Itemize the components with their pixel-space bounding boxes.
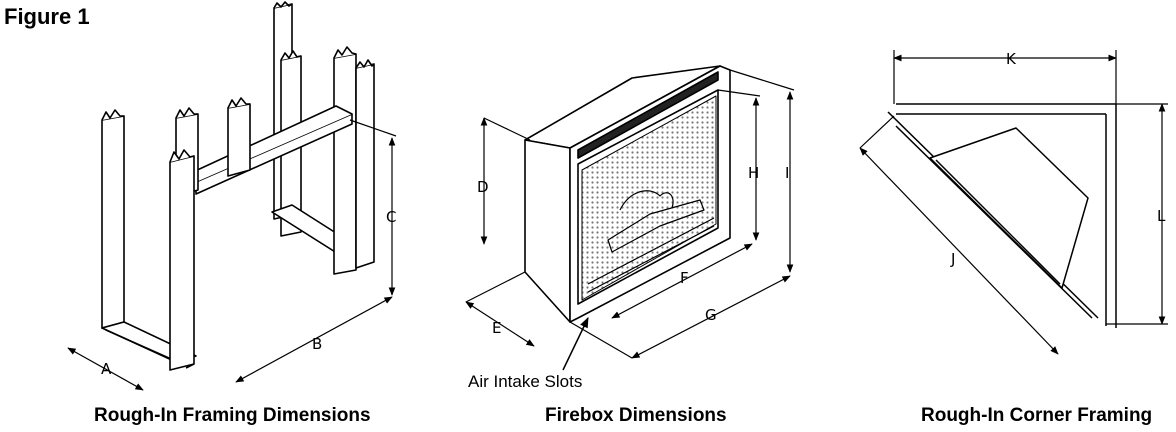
- dimension-label-e: E: [492, 319, 501, 337]
- firebox-dimension-lines: [465, 69, 795, 359]
- caption-firebox-dimensions: Firebox Dimensions: [545, 405, 727, 426]
- air-intake-callout: Air Intake Slots: [468, 372, 582, 391]
- dimension-label-f: F: [680, 269, 689, 287]
- dimension-label-c: C: [386, 208, 396, 226]
- dimension-label-k: K: [1006, 50, 1017, 68]
- air-intake-leader: [562, 317, 589, 371]
- dimension-label-d: D: [477, 178, 489, 196]
- caption-rough-in-framing: Rough-In Framing Dimensions: [94, 405, 371, 426]
- rough-in-framing-drawing: [101, 1, 375, 371]
- dimension-label-a: A: [101, 360, 112, 378]
- caption-corner-framing: Rough-In Corner Framing: [921, 405, 1153, 426]
- dimension-label-b: B: [312, 335, 322, 353]
- dimension-label-h: H: [748, 164, 759, 182]
- dimension-label-j: J: [950, 250, 955, 268]
- rough-in-dimension-lines: [67, 119, 397, 391]
- figure-title: Figure 1: [4, 4, 90, 29]
- dimension-label-g: G: [705, 306, 717, 324]
- dimension-label-l: L: [1157, 207, 1166, 225]
- dimension-label-i: I: [785, 164, 789, 182]
- corner-framing-drawing: [887, 103, 1117, 328]
- firebox-drawing: [524, 65, 731, 323]
- corner-dimension-lines: [859, 50, 1168, 355]
